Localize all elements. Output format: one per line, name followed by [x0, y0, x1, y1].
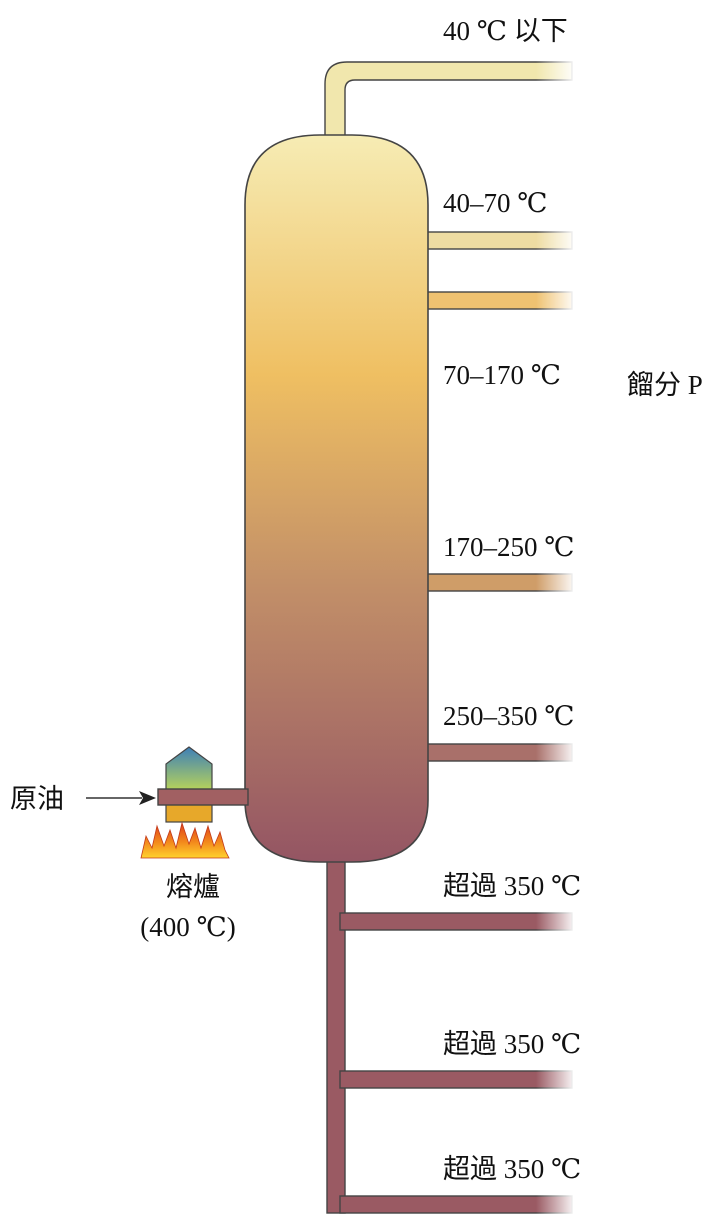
bottom-residue-pipes: [326, 857, 573, 1214]
furnace-name-label: 熔爐: [166, 872, 220, 902]
furnace-housing: [165, 746, 213, 791]
crude-oil-arrow: [86, 791, 156, 805]
pipe-fade-ends: [536, 60, 576, 1216]
fraction-label-2: 40–70 ℃: [443, 188, 547, 218]
feed-pipe: [157, 788, 249, 806]
fraction-label-3: 70–170 ℃: [443, 360, 561, 390]
furnace: [140, 746, 249, 859]
fraction-label-8: 超過 350 ℃: [443, 1154, 581, 1184]
fraction-label-7: 超過 350 ℃: [443, 1029, 581, 1059]
top-vapour-pipe: [324, 61, 573, 141]
crude-oil-label: 原油: [10, 784, 64, 814]
fraction-label-5: 250–350 ℃: [443, 701, 574, 731]
fraction-p-label: 餾分 P: [627, 370, 703, 400]
flame-icon: [140, 821, 230, 859]
fraction-label-4: 170–250 ℃: [443, 532, 574, 562]
furnace-temperature-label: (400 ℃): [140, 912, 235, 942]
fractionating-column: [244, 134, 429, 863]
fraction-label-6: 超過 350 ℃: [443, 871, 581, 901]
furnace-base: [165, 803, 213, 823]
residue-main-pipe: [326, 857, 346, 1214]
fraction-label-1: 40 ℃ 以下: [443, 16, 568, 46]
